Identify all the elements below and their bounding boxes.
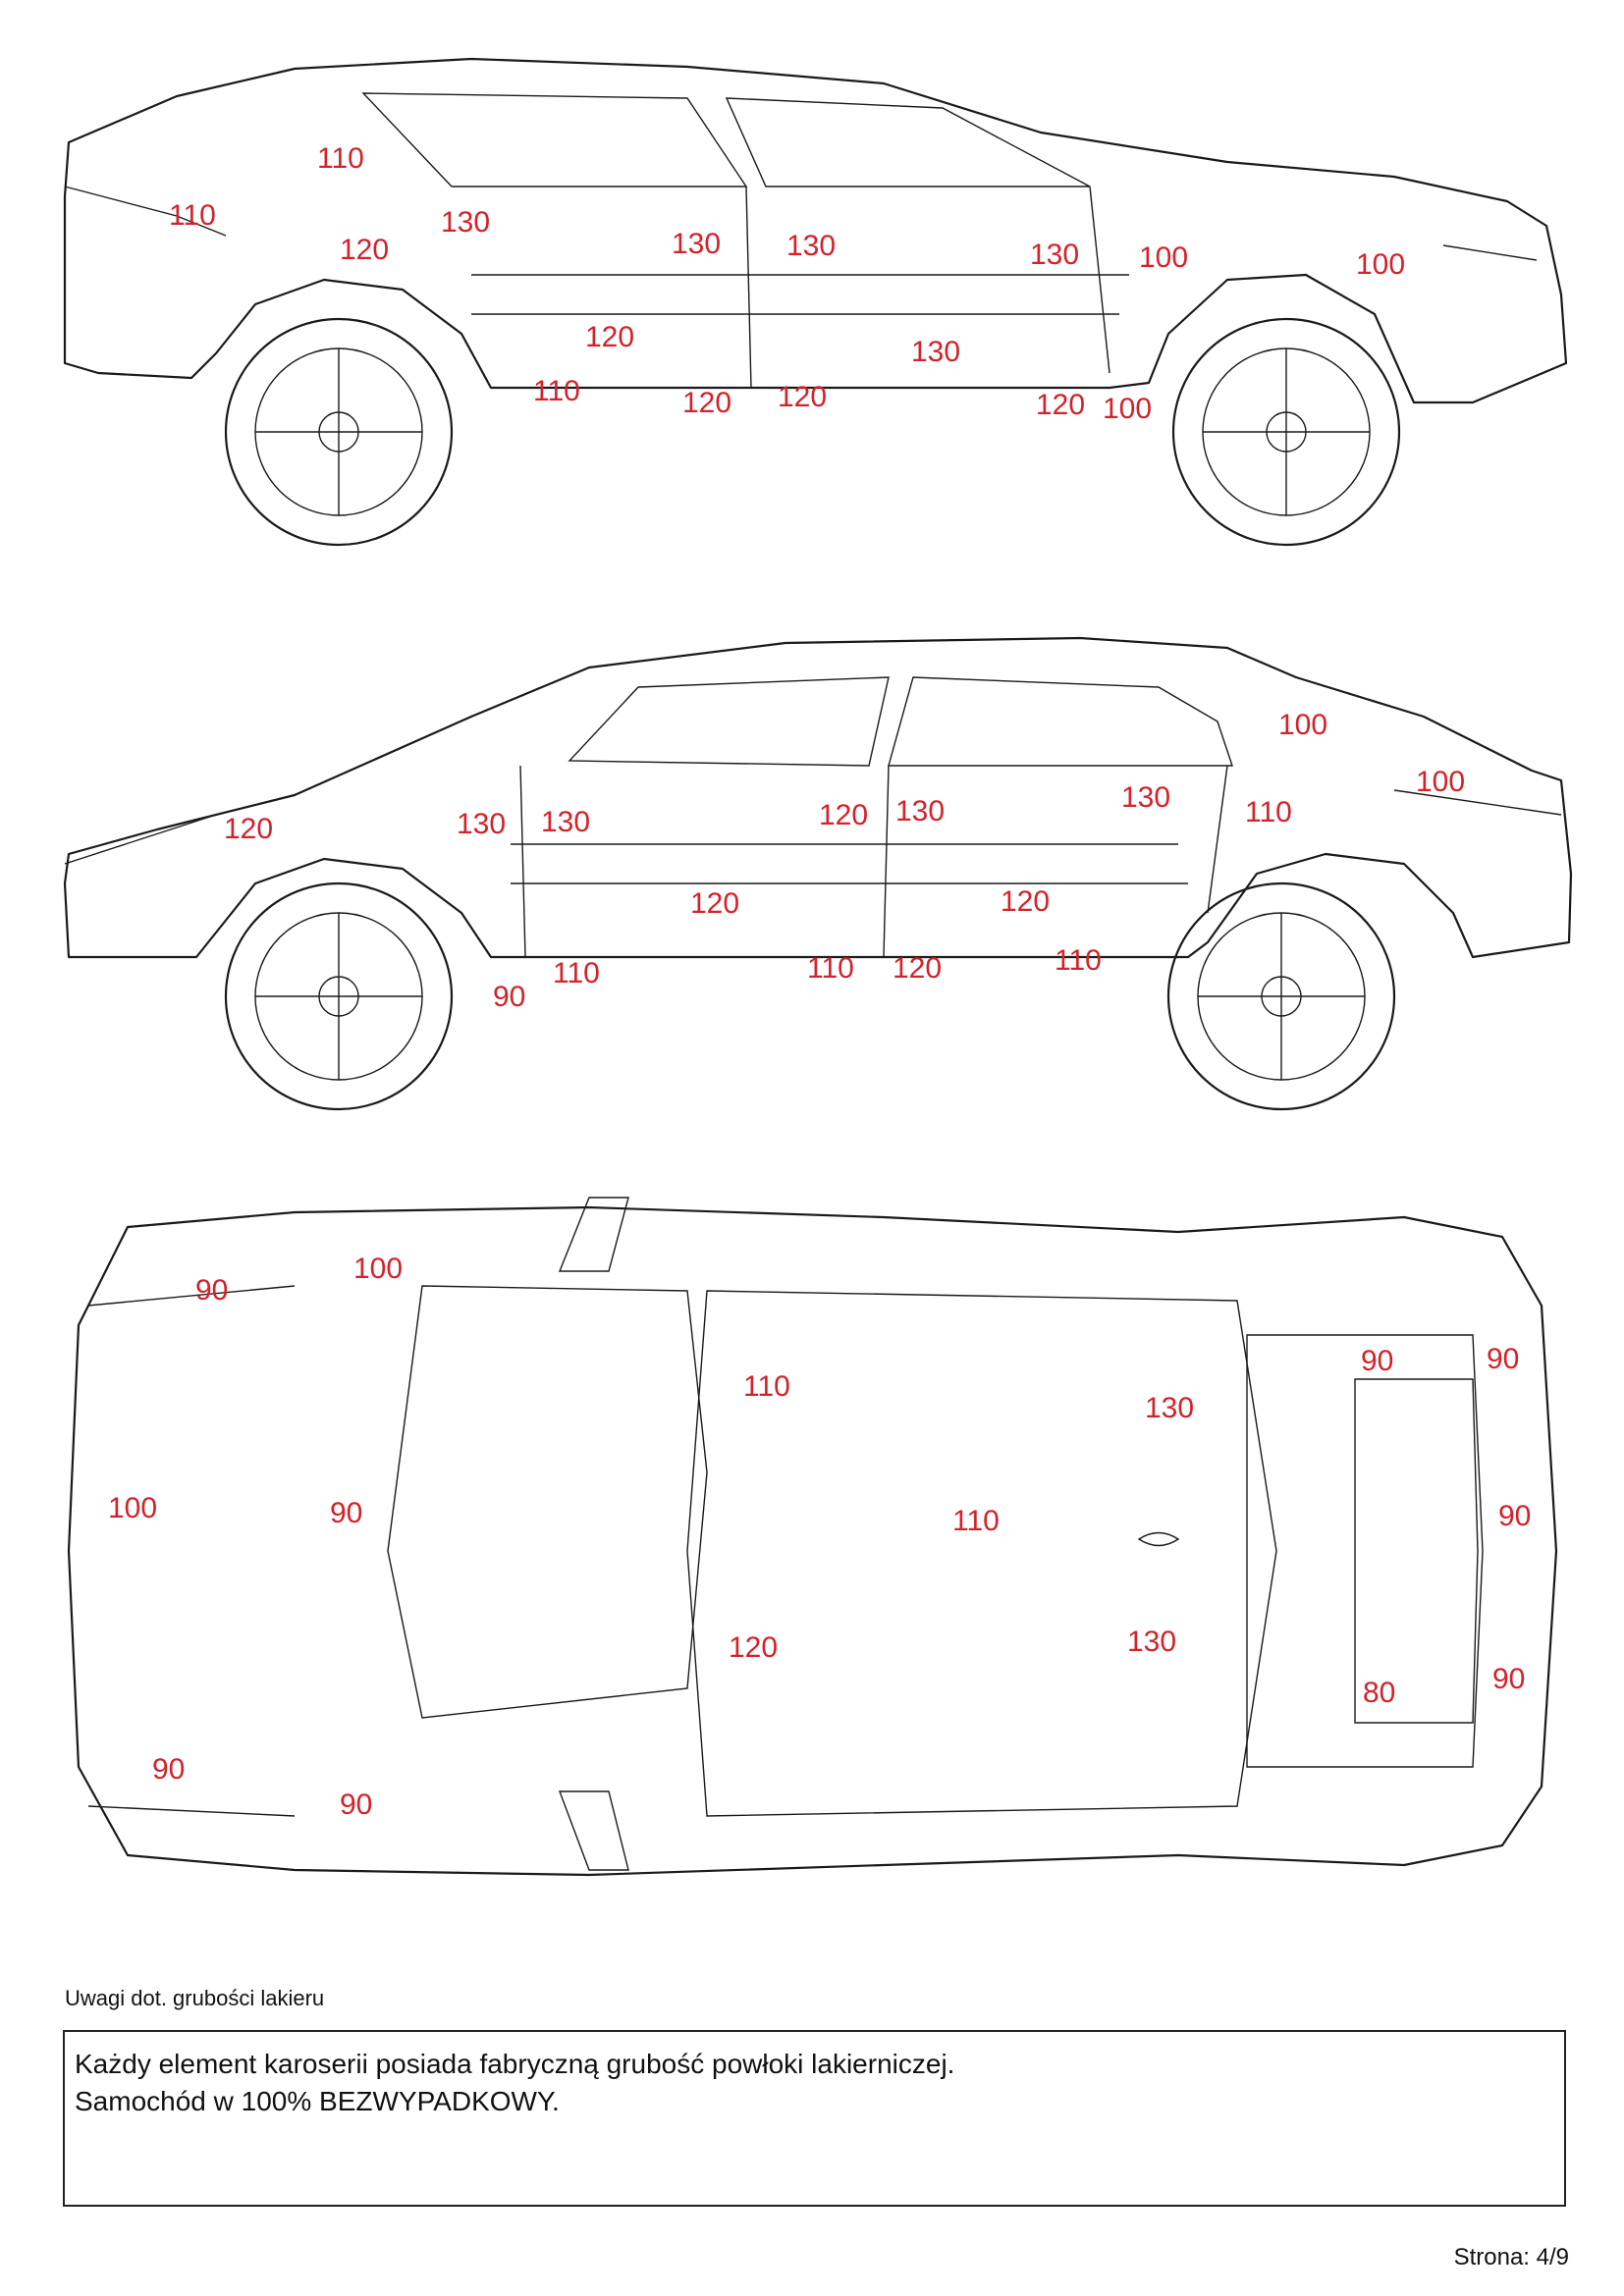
measurement-label: 130 <box>1030 239 1080 271</box>
measurement-label: 90 <box>1361 1345 1394 1377</box>
measurement-label: 90 <box>152 1753 186 1786</box>
measurement-label: 110 <box>169 199 216 232</box>
measurement-label: 110 <box>1245 796 1292 828</box>
measurement-label: 100 <box>1103 393 1153 425</box>
car-top-outline <box>67 1197 1558 1877</box>
car-side-left-outline <box>63 636 1573 1111</box>
notes-line-2: Samochód w 100% BEZWYPADKOWY. <box>75 2086 560 2116</box>
measurement-label: 120 <box>690 887 740 920</box>
measurement-label: 120 <box>819 799 869 831</box>
measurement-label: 120 <box>729 1631 779 1664</box>
measurement-label: 110 <box>1055 944 1102 977</box>
measurement-label: 130 <box>1127 1626 1177 1658</box>
measurement-label: 120 <box>585 321 635 353</box>
measurement-label: 100 <box>1356 248 1406 281</box>
measurement-label: 110 <box>317 142 364 175</box>
measurement-label: 130 <box>895 795 946 828</box>
measurement-label: 120 <box>1001 885 1051 918</box>
measurement-label: 120 <box>224 813 274 845</box>
car-side-view-right: 110 110 120 130 130 130 130 100 100 120 … <box>0 39 1624 589</box>
measurement-label: 110 <box>952 1505 1000 1537</box>
measurement-label: 100 <box>1416 766 1466 798</box>
notes-line-1: Każdy element karoserii posiada fabryczn… <box>75 2049 955 2079</box>
measurement-label: 120 <box>893 952 943 985</box>
measurement-label: 130 <box>911 336 961 368</box>
measurement-label: 90 <box>195 1274 229 1307</box>
measurement-label: 100 <box>108 1492 158 1524</box>
measurement-label: 110 <box>533 375 580 407</box>
measurement-label: 110 <box>807 952 854 985</box>
measurement-label: 120 <box>682 387 732 419</box>
measurement-label: 100 <box>353 1253 404 1285</box>
measurement-label: 90 <box>1487 1343 1520 1375</box>
measurement-label: 120 <box>778 381 828 413</box>
measurement-label: 130 <box>1145 1392 1195 1424</box>
measurement-label: 90 <box>330 1497 363 1529</box>
page-number: Strona: 4/9 <box>1453 2244 1569 2270</box>
car-side-view-left: 100 100 130 120 130 130 110 130 120 120 … <box>0 618 1624 1168</box>
measurement-label: 120 <box>340 234 390 266</box>
measurement-label: 90 <box>493 981 526 1013</box>
measurement-label: 100 <box>1278 709 1328 741</box>
measurement-label: 120 <box>1036 389 1086 421</box>
measurement-label: 110 <box>553 957 600 989</box>
measurement-label: 130 <box>441 206 491 239</box>
measurement-label: 90 <box>1492 1663 1526 1695</box>
measurement-label: 130 <box>672 228 722 260</box>
measurement-label: 100 <box>1139 241 1189 274</box>
car-side-right-outline <box>63 57 1568 547</box>
measurement-label: 130 <box>457 808 507 840</box>
measurement-label: 90 <box>340 1789 373 1821</box>
notes-box: Każdy element karoserii posiada fabryczn… <box>63 2030 1566 2207</box>
notes-heading: Uwagi dot. grubości lakieru <box>65 1986 325 2010</box>
measurement-label: 130 <box>541 806 591 838</box>
measurement-label: 80 <box>1363 1677 1396 1709</box>
car-top-view: 90 100 110 130 90 90 100 90 110 90 120 1… <box>0 1178 1624 1924</box>
measurement-label: 130 <box>1121 781 1171 814</box>
measurement-label: 110 <box>743 1370 790 1403</box>
measurement-label: 90 <box>1498 1500 1532 1532</box>
measurement-label: 130 <box>786 230 837 262</box>
